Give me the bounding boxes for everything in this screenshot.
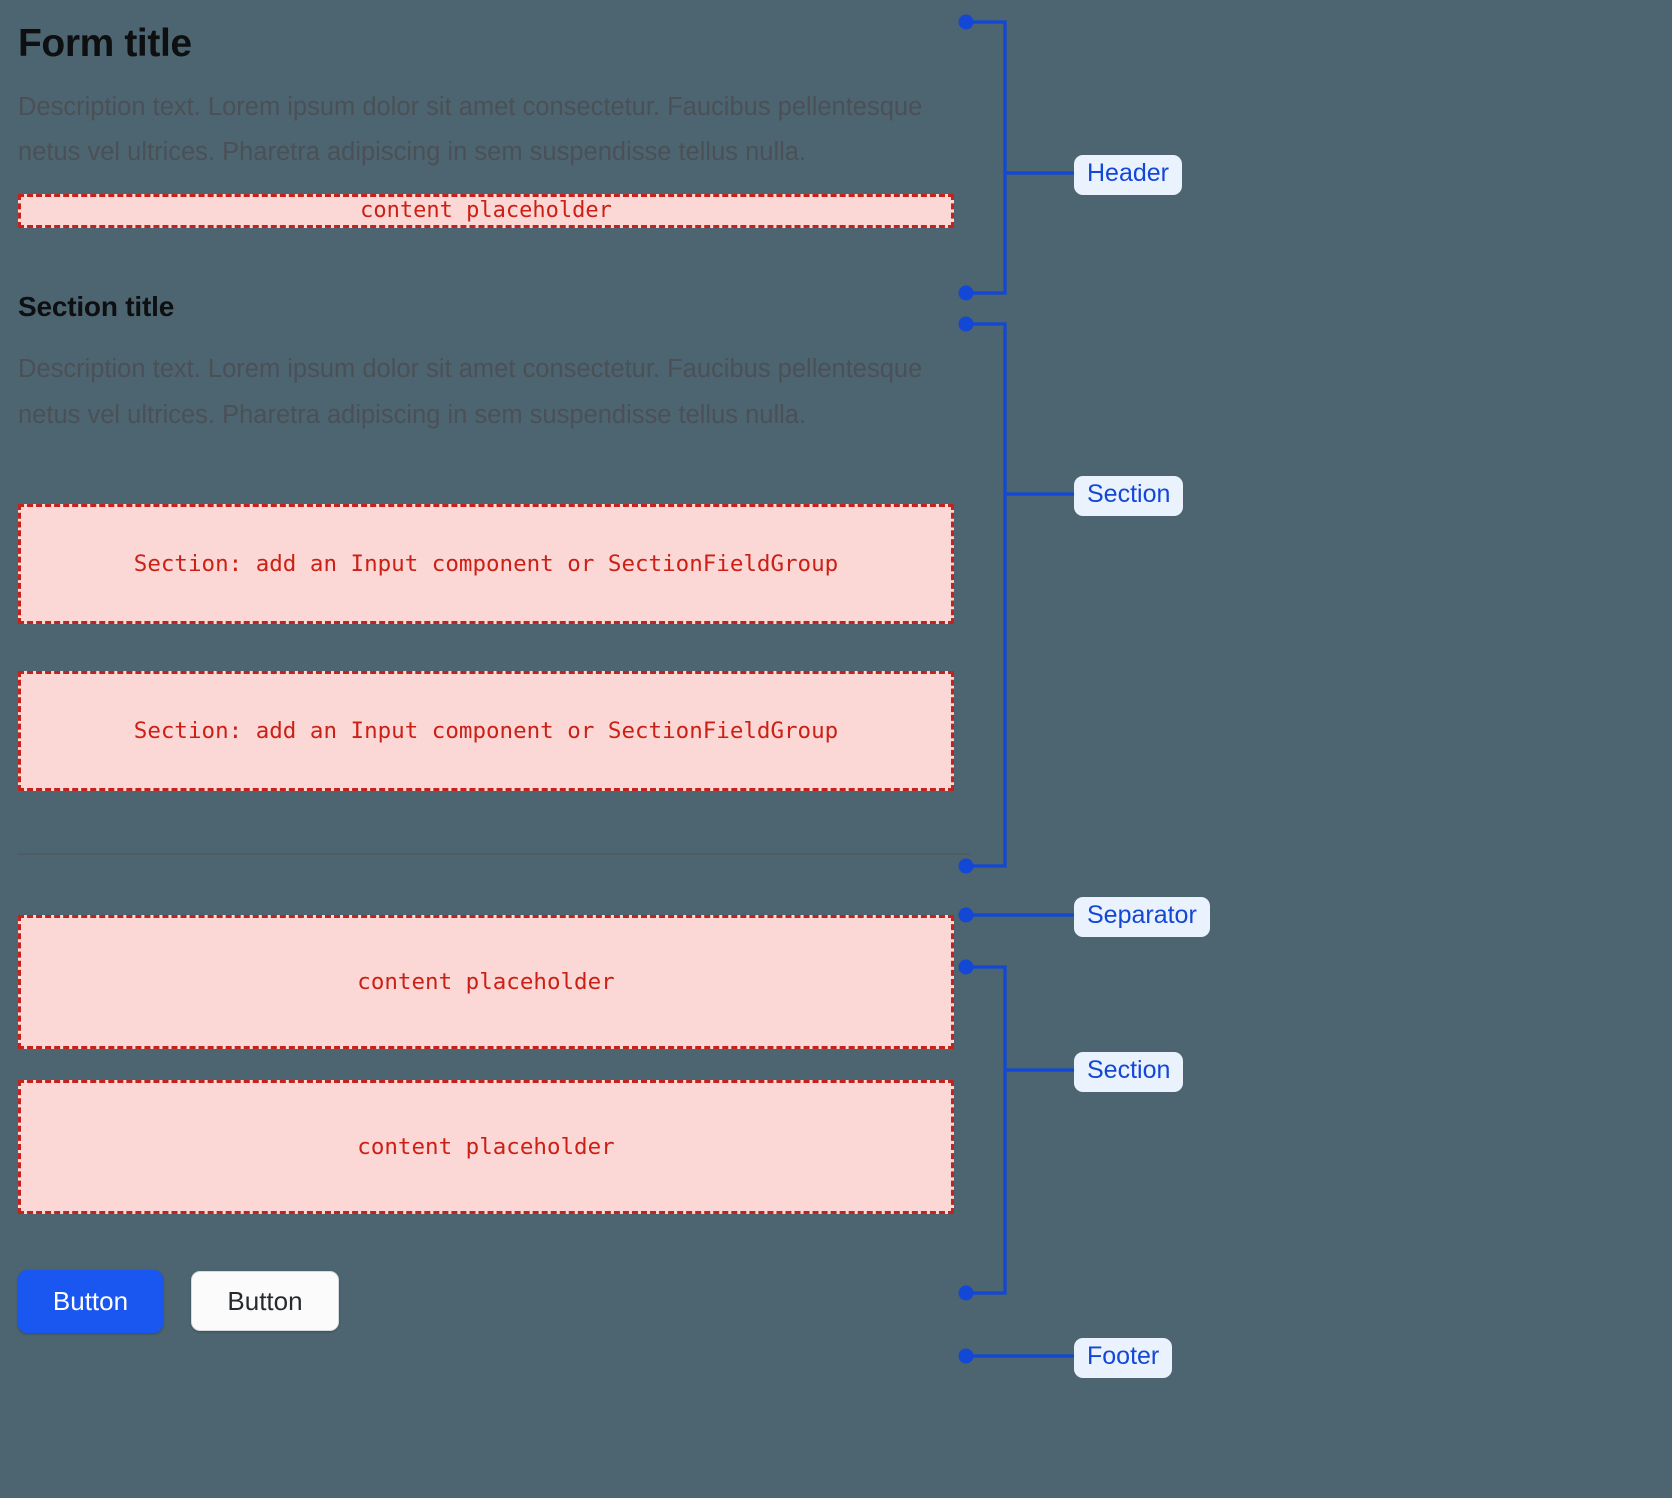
form-container: Form title Description text. Lorem ipsum…	[18, 0, 1018, 1333]
section-title: Section title	[18, 290, 175, 322]
section-field-placeholder-2: Section: add an Input component or Secti…	[18, 670, 954, 791]
footer-anchor-dot	[958, 1348, 974, 1364]
header-description: Description text. Lorem ipsum dolor sit …	[18, 92, 923, 167]
annotation-badge-separator[interactable]: Separator	[1074, 897, 1210, 937]
annotation-badge-section-one[interactable]: Section	[1074, 476, 1184, 516]
separator	[18, 852, 970, 855]
secondary-button[interactable]: Button	[191, 1271, 339, 1332]
section-two-content-placeholder-2: content placeholder	[18, 1079, 954, 1214]
annotation-badge-section-two[interactable]: Section	[1074, 1052, 1184, 1092]
form-section-one: Section title Description text. Lorem ip…	[18, 290, 1018, 791]
section-description: Description text. Lorem ipsum dolor sit …	[18, 355, 923, 429]
annotation-badge-header[interactable]: Header	[1074, 155, 1182, 195]
form-header: Form title Description text. Lorem ipsum…	[18, 22, 1018, 228]
section-two-content-placeholder-1: content placeholder	[18, 914, 954, 1049]
annotation-badge-footer[interactable]: Footer	[1074, 1338, 1173, 1378]
form-footer: Button Button	[18, 1269, 1018, 1333]
page-title: Form title	[18, 22, 192, 65]
form-section-two: content placeholder content placeholder	[18, 914, 1018, 1214]
primary-button[interactable]: Button	[18, 1269, 163, 1333]
header-content-placeholder: content placeholder	[18, 193, 954, 228]
section-field-placeholder-1: Section: add an Input component or Secti…	[18, 503, 954, 624]
